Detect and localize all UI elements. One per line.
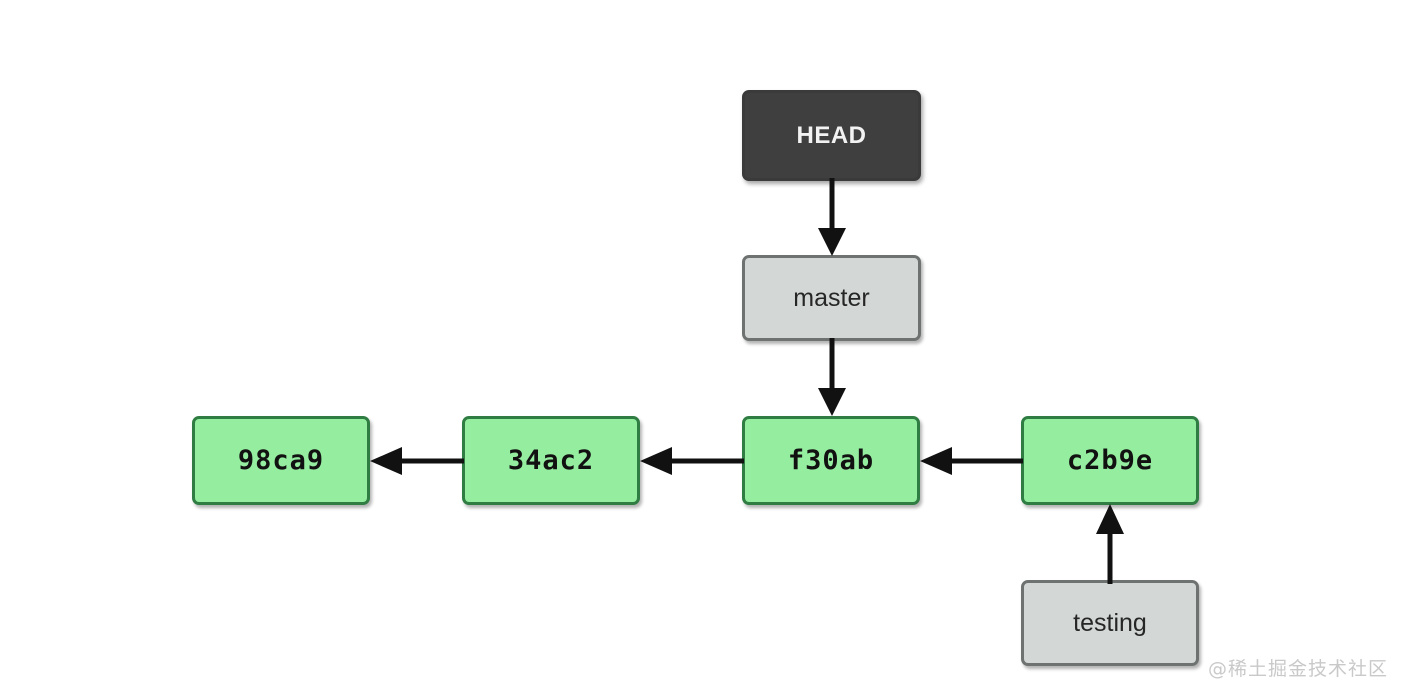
node-commit-98ca9[interactable]: 98ca9 [192, 416, 370, 505]
node-head[interactable]: HEAD [742, 90, 921, 181]
arrow-c2b9e-to-f30ab [920, 447, 1023, 475]
node-commit-f30ab[interactable]: f30ab [742, 416, 920, 505]
node-commit-label: 34ac2 [507, 445, 595, 476]
node-master[interactable]: master [742, 255, 921, 341]
node-commit-label: f30ab [787, 445, 875, 476]
node-head-label: HEAD [796, 121, 867, 149]
arrow-master-to-f30ab [818, 338, 846, 416]
node-commit-c2b9e[interactable]: c2b9e [1021, 416, 1199, 505]
node-master-label: master [793, 283, 870, 312]
arrow-testing-to-c2b9e [1096, 504, 1124, 584]
node-commit-label: 98ca9 [237, 445, 325, 476]
arrow-head-to-master [818, 178, 846, 256]
watermark: @稀土掘金技术社区 [1207, 658, 1388, 680]
node-testing-label: testing [1073, 608, 1147, 637]
node-commit-34ac2[interactable]: 34ac2 [462, 416, 640, 505]
node-testing[interactable]: testing [1021, 580, 1199, 666]
arrow-f30ab-to-34ac2 [640, 447, 744, 475]
node-commit-label: c2b9e [1066, 445, 1154, 476]
arrow-34ac2-to-98ca9 [370, 447, 464, 475]
